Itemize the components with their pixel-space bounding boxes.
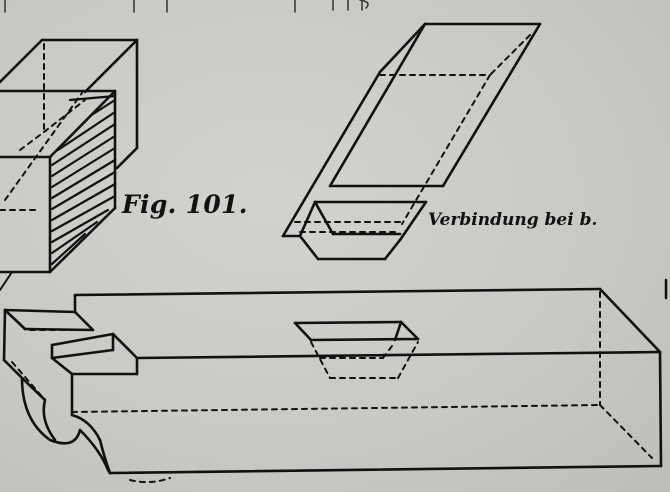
beam — [2, 287, 663, 484]
figure-label: Fig. 101. — [122, 190, 248, 219]
section-hatching — [50, 94, 117, 266]
connection-annotation: Verbindung bei b. — [428, 210, 598, 230]
top-edge-marks — [4, 0, 369, 13]
cut-cube — [0, 38, 139, 291]
dovetail-tenon — [281, 22, 542, 261]
